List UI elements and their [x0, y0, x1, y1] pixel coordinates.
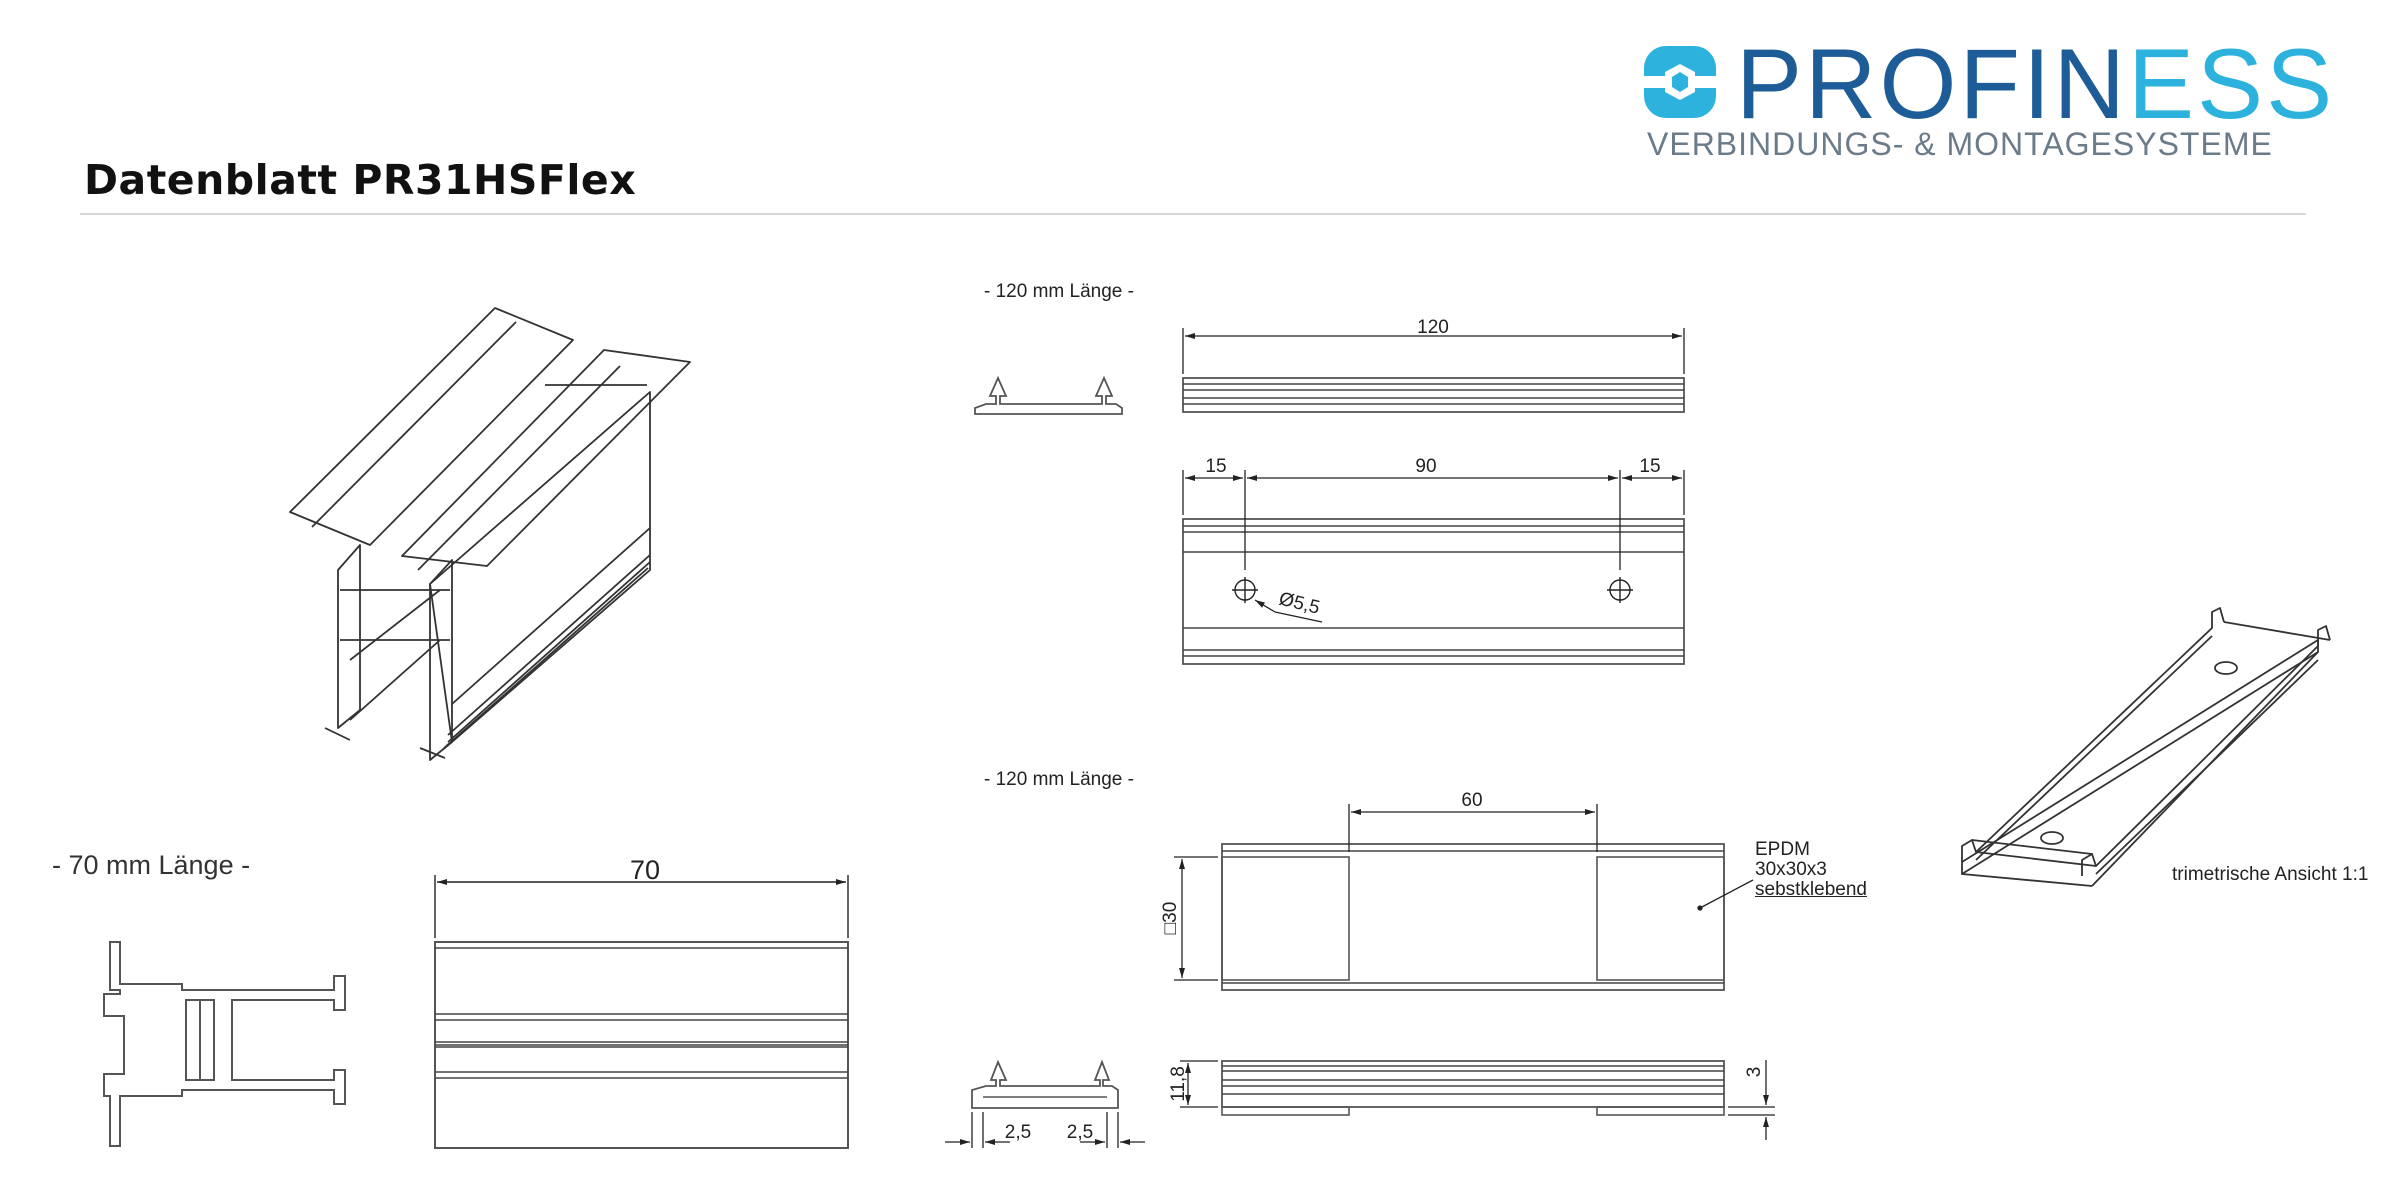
- dim-120: 120: [1417, 317, 1449, 338]
- epdm-note-line3: sebstklebend: [1755, 879, 1867, 900]
- epdm-note-line2: 30x30x3: [1755, 859, 1827, 880]
- side-view-pads: 11,8 3: [1168, 1060, 1775, 1140]
- mid-length-label: - 120 mm Länge -: [984, 769, 1134, 790]
- hole-view-120mm: 15 90 15 Ø5,5: [1182, 456, 1685, 665]
- top-length-label: - 120 mm Länge -: [984, 281, 1134, 302]
- page-title: Datenblatt PR31HSFlex: [84, 156, 637, 204]
- dim-15-right: 15: [1639, 456, 1660, 477]
- dim-2-5-right: 2,5: [1067, 1122, 1093, 1143]
- left-length-label: - 70 mm Länge -: [52, 850, 251, 880]
- dim-3: 3: [1744, 1067, 1765, 1078]
- pad-side-left: [1221, 1106, 1350, 1116]
- epdm-note-line1: EPDM: [1755, 839, 1810, 860]
- epdm-pad-right: [1596, 856, 1725, 981]
- dim-90: 90: [1415, 456, 1436, 477]
- logo-word-part1: PROFIN: [1736, 28, 2129, 139]
- epdm-pad-left: [1221, 856, 1350, 981]
- trimetric-hole-front: [2040, 831, 2064, 845]
- dim-70: 70: [630, 855, 660, 885]
- profile-section-70mm: [103, 941, 346, 1147]
- pad-view-120mm: 60 □30: [1160, 790, 1754, 991]
- logo-mark-icon: [1644, 46, 1716, 118]
- clip-section-top: [974, 375, 1123, 415]
- dim-2-5-left: 2,5: [1005, 1122, 1031, 1143]
- dim-11-8: 11,8: [1168, 1066, 1189, 1102]
- logo-wordmark: PROFINESS: [1736, 34, 2335, 133]
- dim-pad-size: □30: [1160, 902, 1181, 935]
- epdm-note: EPDM 30x30x3 sebstklebend: [1755, 840, 1867, 900]
- logo-word-part2: ESS: [2128, 28, 2336, 139]
- dim-60: 60: [1461, 790, 1482, 811]
- clip-section-bottom: 2,5 2,5: [945, 1059, 1145, 1148]
- profiness-logo: PROFINESS VERBINDUNGS- & MONTAGESYSTEME: [1640, 34, 2370, 168]
- side-view-70mm: 70: [434, 855, 849, 1149]
- title-divider: [80, 213, 2306, 215]
- top-view-120mm: 120: [1182, 317, 1685, 413]
- logo-tagline: VERBINDUNGS- & MONTAGESYSTEME: [1647, 126, 2273, 162]
- trimetric-hole-back: [2214, 661, 2238, 675]
- mounting-hole-right: [1607, 577, 1633, 603]
- isometric-profile-view: [289, 307, 691, 761]
- trimetric-clip-view: [1961, 607, 2331, 887]
- view-caption: trimetrische Ansicht 1:1: [2172, 864, 2369, 885]
- pad-side-right: [1596, 1106, 1725, 1116]
- mounting-hole-left: [1232, 577, 1258, 603]
- dim-15-left: 15: [1205, 456, 1226, 477]
